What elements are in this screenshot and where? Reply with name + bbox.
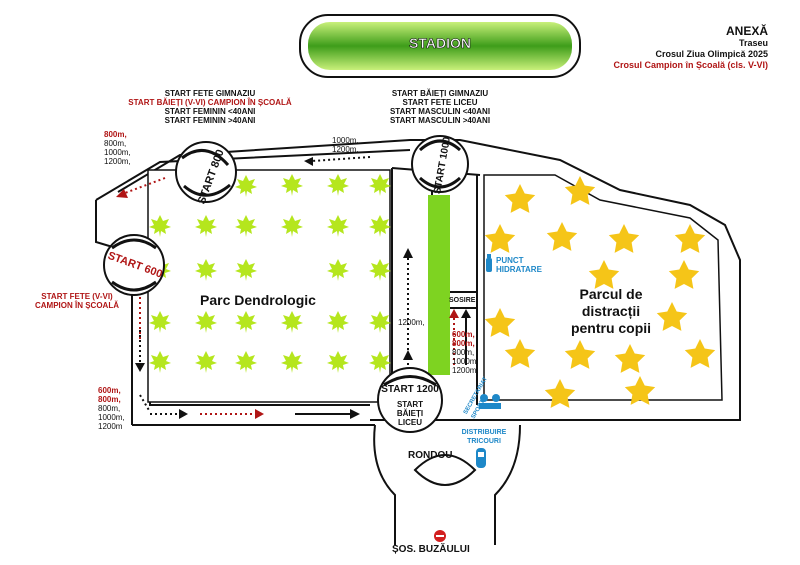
distance-tl-4: 1200m, bbox=[104, 157, 131, 166]
distance-lb-3: 800m, bbox=[98, 404, 121, 413]
distances-top-right: 1000m, 1200m, bbox=[332, 136, 359, 154]
no-entry-icon bbox=[434, 530, 446, 542]
start-group-right-line-4: START MASCULIN >40ANI bbox=[389, 116, 491, 125]
distance-lb-2: 800m, bbox=[98, 395, 121, 404]
start-group-right: START BĂIEȚI GIMNAZIU START FETE LICEU S… bbox=[360, 89, 520, 125]
start-fete-vvi-line-1: START FETE (V-VI) bbox=[41, 292, 113, 301]
start-group-left-line-4: START FEMININ >40ANI bbox=[164, 116, 256, 125]
rondou-label: RONDOU bbox=[408, 450, 453, 461]
fun-park-line-3: pentru copii bbox=[570, 320, 652, 336]
start-800-badge bbox=[175, 141, 237, 203]
start-1200-badge bbox=[377, 367, 443, 433]
distance-rm-1: 600m, bbox=[452, 330, 475, 339]
green-track bbox=[428, 195, 450, 375]
annex-line-2: Crosul Ziua Olimpică 2025 bbox=[655, 49, 768, 59]
fun-park-label: Parcul de distracții pentru copii bbox=[556, 286, 666, 337]
parc-dendrologic-area bbox=[147, 169, 391, 403]
start-group-left-line-2: START BĂIEȚI (V-VI) CAMPION ÎN ȘCOALĂ bbox=[128, 98, 292, 107]
distance-tr-2: 1200m, bbox=[332, 145, 359, 154]
route-arrows bbox=[116, 156, 471, 419]
distance-lb-4: 1000m, bbox=[98, 413, 125, 422]
sosire-label: SOSIRE bbox=[449, 297, 476, 304]
fun-park-line-1: Parcul de bbox=[579, 286, 643, 302]
annex-line-3: Crosul Campion în Școală (cls. V-VI) bbox=[613, 60, 768, 70]
water-bottle-icon bbox=[486, 254, 492, 272]
distance-lb-5: 1200m bbox=[98, 422, 123, 431]
start-group-left-line-3: START FEMININ <40ANI bbox=[164, 107, 256, 116]
distributie-tricouri-1: DISTRIBUIRE bbox=[461, 429, 507, 436]
distances-right-mid: 600m, 800m, 800m, 1000m, 1200m, bbox=[452, 330, 479, 375]
distance-tl-2: 800m, bbox=[104, 139, 127, 148]
start-baieti-liceu-1: START bbox=[396, 400, 424, 409]
start-group-left-line-1: START FETE GIMNAZIU bbox=[164, 89, 256, 98]
annex-line-1: Traseu bbox=[738, 38, 768, 48]
distributie-tricouri-label: DISTRIBUIRE TRICOURI bbox=[452, 428, 516, 446]
distance-tr-1: 1000m, bbox=[332, 136, 359, 145]
fun-park-area bbox=[483, 174, 723, 401]
stadium-label: STADION bbox=[409, 35, 472, 52]
distance-rm-2: 800m, bbox=[452, 339, 475, 348]
distance-tl-3: 1000m, bbox=[104, 148, 131, 157]
start-baieti-liceu-3: LICEU bbox=[398, 418, 422, 427]
start-1000-badge bbox=[411, 135, 469, 193]
distances-left-bottom: 600m, 800m, 800m, 1000m, 1200m bbox=[98, 386, 125, 431]
car-icon bbox=[476, 448, 486, 468]
distance-rm-4: 1000m, bbox=[452, 357, 479, 366]
distance-mid: 1200m, bbox=[398, 318, 425, 327]
stadium bbox=[299, 14, 581, 78]
start-baieti-liceu: START BĂIEȚI LICEU bbox=[384, 400, 436, 427]
rondou bbox=[373, 424, 521, 545]
punct-hidratare-label: PUNCT HIDRATARE bbox=[496, 256, 542, 274]
start-group-right-line-3: START MASCULIN <40ANI bbox=[389, 107, 491, 116]
start-group-right-line-2: START FETE LICEU bbox=[402, 98, 478, 107]
annex-header: ANEXĂ Traseu Crosul Ziua Olimpică 2025 C… bbox=[613, 24, 768, 71]
distances-top-left: 800m, 800m, 1000m, 1200m, bbox=[104, 130, 131, 166]
distance-rm-3: 800m, bbox=[452, 348, 475, 357]
start-group-left: START FETE GIMNAZIU START BĂIEȚI (V-VI) … bbox=[110, 89, 310, 125]
fun-park-line-2: distracții bbox=[581, 303, 641, 319]
start-fete-vvi-line-2: CAMPION ÎN ȘCOALĂ bbox=[35, 301, 119, 310]
distance-rm-5: 1200m, bbox=[452, 366, 479, 375]
start-1200-text: START 1200 bbox=[381, 384, 439, 395]
secretariat-icon bbox=[479, 394, 501, 409]
distributie-tricouri-2: TRICOURI bbox=[467, 438, 501, 445]
punct-hidratare-line-2: HIDRATARE bbox=[496, 265, 542, 274]
distance-tl-1: 800m, bbox=[104, 130, 127, 139]
sos-buzaului-label: ȘOS. BUZĂULUI bbox=[392, 544, 470, 555]
distance-lb-1: 600m, bbox=[98, 386, 121, 395]
parc-dendrologic-label: Parc Dendrologic bbox=[200, 292, 316, 308]
annex-title: ANEXĂ bbox=[725, 24, 768, 38]
start-group-right-line-1: START BĂIEȚI GIMNAZIU bbox=[391, 89, 489, 98]
start-600-badge bbox=[103, 234, 165, 296]
start-baieti-liceu-2: BĂIEȚI bbox=[396, 409, 424, 418]
start-fete-vvi: START FETE (V-VI) CAMPION ÎN ȘCOALĂ bbox=[22, 292, 132, 310]
punct-hidratare-line-1: PUNCT bbox=[496, 256, 524, 265]
